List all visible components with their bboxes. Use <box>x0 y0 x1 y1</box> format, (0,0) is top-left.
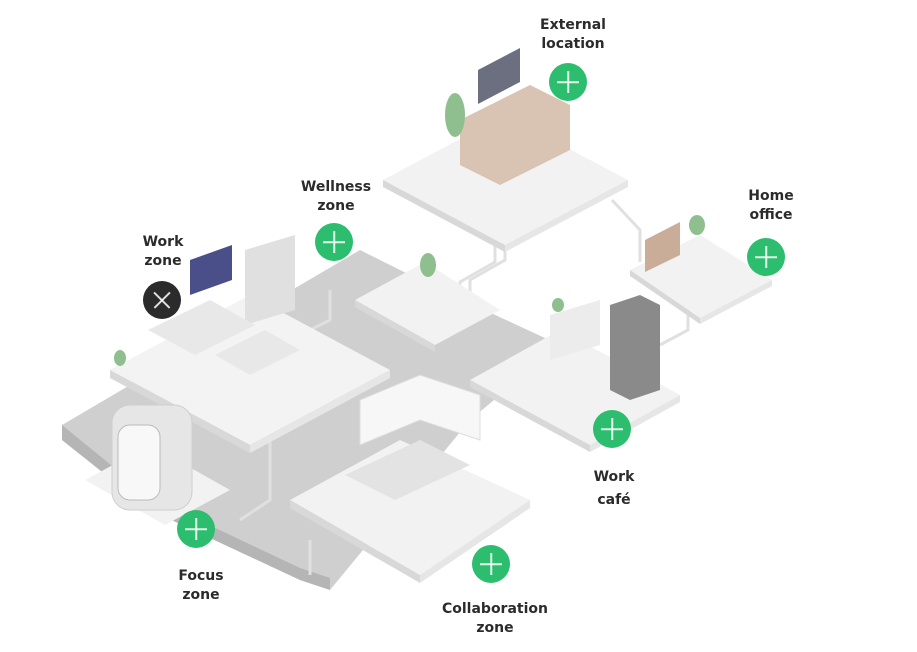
focus-zone-plus-button[interactable] <box>177 510 215 548</box>
wellness-zone-plus-button[interactable] <box>315 223 353 261</box>
platform-wellness <box>355 262 500 352</box>
label-line: zone <box>317 198 355 214</box>
work-cafe-plus-button[interactable] <box>593 410 631 448</box>
label-line: zone <box>144 253 182 269</box>
label-line: café <box>597 492 631 508</box>
label-collaboration-zone: Collaboration zone <box>430 600 560 638</box>
label-line: Home <box>748 188 794 204</box>
label-line: Work <box>142 234 184 250</box>
label-work-zone: Work zone <box>98 233 228 271</box>
label-line: Work <box>593 469 635 485</box>
external-location-plus-button[interactable] <box>549 63 587 101</box>
label-line: Focus <box>178 568 224 584</box>
platform-focus <box>85 404 230 525</box>
label-line: External <box>540 17 606 33</box>
platform-home-office <box>630 222 772 324</box>
work-zone-close-button[interactable] <box>143 281 181 319</box>
label-focus-zone: Focus zone <box>136 567 266 605</box>
label-work-cafe: Work café <box>549 466 679 512</box>
label-external-location: External location <box>508 16 638 54</box>
platform-collaboration <box>290 374 530 583</box>
home-office-plus-button[interactable] <box>747 238 785 276</box>
label-line: office <box>749 207 793 223</box>
corridor-floor-side <box>62 425 330 590</box>
plant-icons <box>114 93 705 366</box>
label-line: Wellness <box>300 179 372 195</box>
platform-external <box>383 48 628 252</box>
label-line: zone <box>476 620 514 636</box>
label-line: Collaboration <box>441 601 548 617</box>
label-wellness-zone: Wellness zone <box>271 178 401 216</box>
label-line: location <box>541 36 605 52</box>
collaboration-zone-plus-button[interactable] <box>472 545 510 583</box>
label-line: zone <box>182 587 220 603</box>
label-home-office: Home office <box>706 187 836 225</box>
